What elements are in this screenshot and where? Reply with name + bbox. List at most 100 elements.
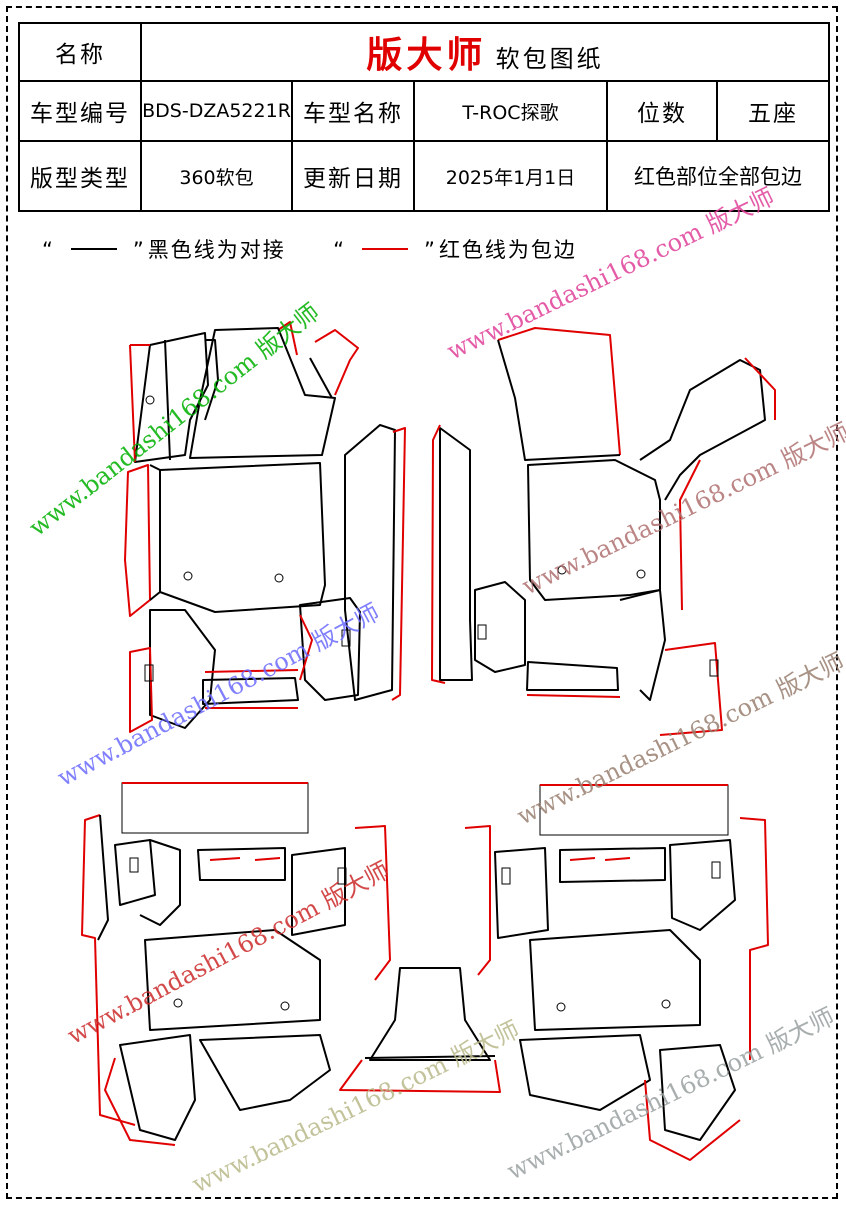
slot [477, 624, 487, 640]
edge-note: 红色部位全部包边 [605, 140, 831, 212]
pedal-panel [474, 581, 526, 673]
slot [129, 857, 139, 873]
heel-pad [149, 609, 216, 729]
slot [501, 867, 511, 885]
outer-edge [739, 817, 769, 1060]
wheel-arch [659, 1044, 736, 1141]
hump-edge [339, 1059, 501, 1093]
hump-seam [364, 1055, 496, 1059]
seat-front-panel [559, 847, 666, 883]
rear-sill-strip [121, 782, 309, 834]
clip-hole [636, 569, 646, 579]
front-left-mat [124, 321, 406, 733]
floor-panel [144, 929, 321, 1031]
model-row: 车型编号 BDS-DZA5221R 车型名称 T-ROC探歌 位数 五座 [18, 80, 831, 142]
red-line-text: 红色线为包边 [438, 238, 577, 262]
slot [711, 861, 721, 879]
sill-edge [679, 357, 776, 611]
tunnel-hump [339, 967, 501, 1093]
heel-strip-edge [526, 694, 621, 698]
model-code-label: 车型编号 [18, 80, 142, 142]
floor-panel [159, 462, 326, 613]
rail-panel [669, 839, 736, 931]
model-name-label: 车型名称 [291, 80, 415, 142]
pedal-edge [299, 614, 313, 681]
document-title: 软包图纸 [495, 45, 604, 73]
slot-edge [209, 857, 281, 861]
wheel-arch-edge [644, 1079, 741, 1161]
update-date-label: 更新日期 [291, 140, 415, 212]
quote-open-2: “ [333, 238, 347, 262]
brand-title: 版大师 [366, 35, 487, 76]
model-code: BDS-DZA5221R [140, 80, 293, 142]
side-panel [291, 847, 346, 936]
clip-hole [173, 998, 183, 1008]
slot [341, 629, 351, 647]
slot [709, 659, 719, 677]
black-line-swatch [70, 248, 117, 250]
seats-value: 五座 [715, 80, 831, 142]
rear-right-edge [659, 642, 723, 736]
rear-left-mat [81, 782, 391, 1146]
clip-hole [556, 1002, 566, 1012]
sill-strip [639, 359, 766, 501]
tunnel-side [344, 424, 396, 701]
pattern-type: 360软包 [140, 140, 293, 212]
clip-hole [183, 571, 193, 581]
red-line-swatch [362, 248, 409, 250]
tunnel-edge [464, 825, 491, 976]
quote-open: “ [42, 238, 55, 262]
clip-hole [274, 573, 284, 583]
slot [337, 867, 347, 885]
heel-pad [619, 589, 666, 701]
seam-line [164, 339, 171, 461]
name-label: 名称 [18, 22, 142, 82]
heel-strip [202, 677, 299, 705]
outer-edge [81, 814, 136, 1126]
black-line-text: 黑色线为对接 [147, 238, 286, 262]
tunnel-edge [391, 427, 406, 701]
firewall-seam [309, 357, 333, 399]
page-border [6, 6, 838, 1199]
type-row: 版型类型 360软包 更新日期 2025年1月1日 红色部位全部包边 [18, 140, 831, 212]
slot-edge [569, 857, 631, 861]
quote-close: ” [132, 238, 146, 262]
clip-hole [280, 1001, 290, 1011]
hump-top [369, 967, 491, 1061]
heel-strip [526, 661, 619, 691]
floor-panel [529, 929, 701, 1031]
top-edge [497, 327, 621, 456]
spec-table: 名称 版大师 软包图纸 车型编号 BDS-DZA5221R 车型名称 T-ROC… [18, 22, 831, 212]
title-row: 名称 版大师 软包图纸 [18, 22, 831, 82]
quote-close-2: ” [424, 238, 437, 262]
wheel-arch [119, 1034, 196, 1141]
rear-left-edge [129, 647, 153, 733]
pedal-panel [299, 597, 361, 701]
clip-hole [661, 999, 671, 1009]
side-kick [149, 464, 161, 601]
side-kick-edge [124, 464, 151, 617]
seat-rail-cover [114, 839, 156, 906]
rear-floor [519, 1034, 651, 1111]
line-legend: “”黑色线为对接 “”红色线为包边 [40, 234, 577, 264]
wheel-arch-edge [104, 1057, 176, 1146]
rear-floor [199, 1034, 331, 1111]
model-name: T-ROC探歌 [413, 80, 608, 142]
clip-hole [145, 395, 155, 405]
a-pillar-strip-edge [129, 344, 150, 463]
tunnel-edge [431, 424, 446, 684]
firewall-panel [189, 327, 336, 459]
firewall-edge [277, 321, 359, 396]
tunnel-side [439, 427, 473, 681]
rear-right-mat [464, 784, 769, 1161]
pattern-type-label: 版型类型 [18, 140, 142, 212]
seat-front-panel [197, 847, 286, 881]
side-panel [494, 847, 549, 939]
rail-panel [139, 839, 181, 926]
title-cell: 版大师 软包图纸 [139, 22, 831, 82]
seats-label: 位数 [606, 80, 718, 142]
slot [144, 664, 154, 682]
outer-seam [97, 814, 109, 941]
heel-strip-edge [204, 669, 299, 709]
